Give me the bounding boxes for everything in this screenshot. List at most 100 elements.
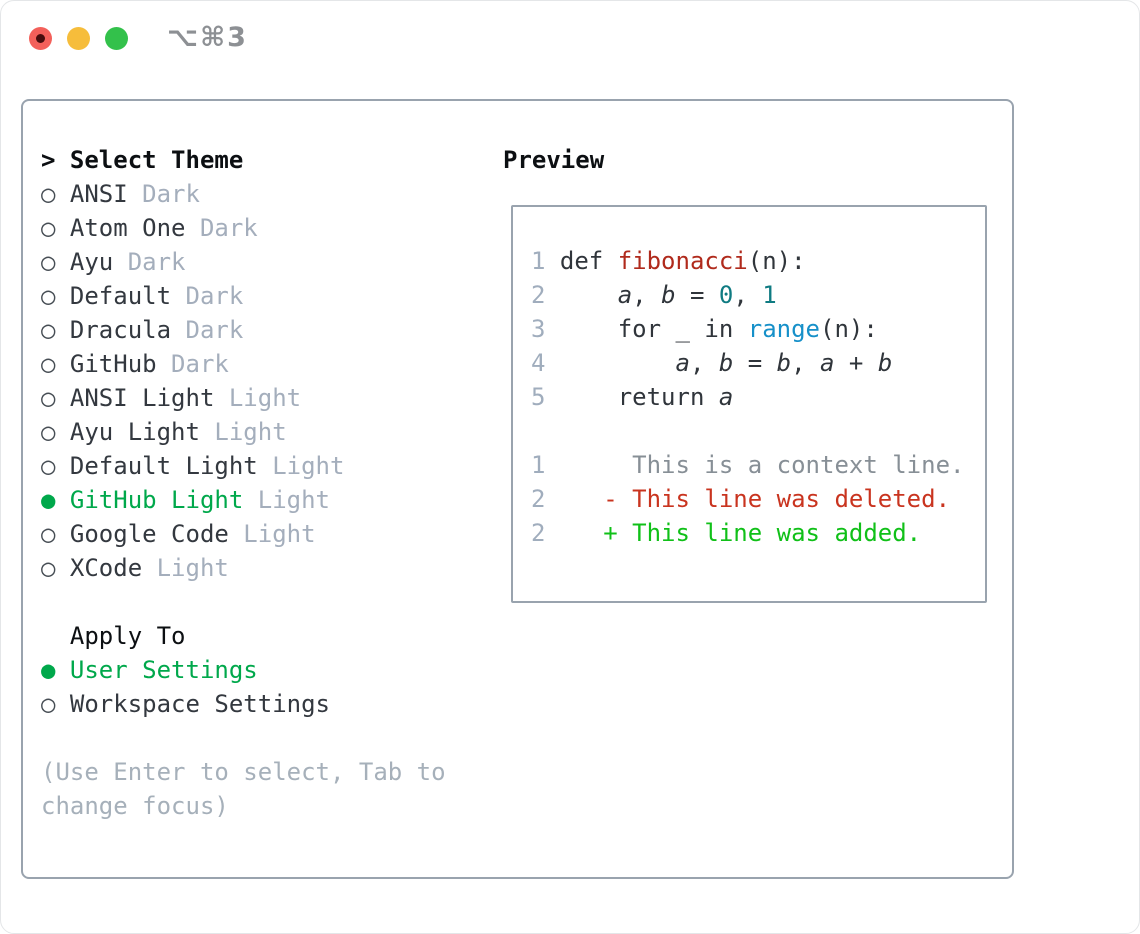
hint-line: change focus) [41, 792, 229, 820]
theme-name: Default Light [55, 452, 273, 480]
radio-icon: ○ [41, 384, 56, 412]
theme-option[interactable]: ○ XCode Light [41, 551, 446, 585]
radio-icon: ○ [41, 690, 56, 718]
code-token [545, 281, 617, 309]
theme-option[interactable]: ○ Default Light Light [41, 449, 446, 483]
hint-text: (Use Enter to select, Tab to change focus… [41, 755, 446, 823]
radio-icon: ● [41, 486, 56, 514]
radio-icon: ○ [41, 452, 56, 480]
apply-option-label: Workspace Settings [55, 690, 330, 718]
theme-option[interactable]: ○ Default Dark [41, 279, 446, 313]
radio-icon: ○ [41, 520, 56, 548]
theme-name: Google Code [55, 520, 244, 548]
code-token: b [661, 281, 676, 309]
theme-name: Ayu Light [55, 418, 215, 446]
code-token: b [718, 349, 734, 377]
code-line: 1 def fibonacci(n): [531, 244, 985, 278]
code-token: b [776, 349, 792, 377]
theme-option[interactable]: ○ GitHub Dark [41, 347, 446, 381]
theme-option[interactable]: ○ ANSI Light Light [41, 381, 446, 415]
zoom-button-icon[interactable] [105, 27, 128, 50]
code-token: a [820, 349, 835, 377]
line-number: 4 [531, 349, 546, 377]
select-theme-header: > Select Theme [41, 143, 446, 177]
code-token: , [689, 349, 719, 377]
theme-variant-badge: Light [257, 486, 330, 514]
theme-option[interactable]: ○ Google Code Light [41, 517, 446, 551]
hint-line: (Use Enter to select, Tab to [41, 758, 446, 786]
line-number: 2 [531, 281, 546, 309]
prompt-icon: > [41, 146, 70, 174]
apply-option-label: User Settings [55, 656, 258, 684]
code-line: 1 This is a context line. [531, 448, 985, 482]
preview-title: Preview [503, 146, 605, 174]
code-token: This is a context line. [545, 451, 965, 479]
theme-name: XCode [55, 554, 157, 582]
theme-variant-badge: Light [243, 520, 316, 548]
theme-option[interactable]: ○ Ayu Light Light [41, 415, 446, 449]
theme-option[interactable]: ○ Atom One Dark [41, 211, 446, 245]
theme-name: GitHub Light [55, 486, 258, 514]
radio-icon: ○ [41, 180, 56, 208]
theme-option[interactable]: ○ Ayu Dark [41, 245, 446, 279]
code-token: + This line was added. [545, 519, 922, 547]
theme-name: Dracula [55, 316, 186, 344]
theme-variant-badge: Light [228, 384, 302, 412]
code-line: 2 a, b = 0, 1 [531, 278, 985, 312]
code-line: 3 for _ in range(n): [531, 312, 985, 346]
theme-name: ANSI Light [55, 384, 229, 412]
theme-variant-badge: Dark [127, 248, 186, 276]
code-token: def [545, 247, 618, 275]
code-token: + [834, 349, 878, 377]
line-number: 2 [531, 519, 546, 547]
code-token: - This line was deleted. [545, 485, 951, 513]
theme-variant-badge: Dark [171, 350, 229, 378]
code-token: a [675, 349, 690, 377]
radio-icon: ○ [41, 350, 56, 378]
theme-name: Atom One [55, 214, 200, 242]
theme-option[interactable]: ○ Dracula Dark [41, 313, 446, 347]
theme-variant-badge: Light [214, 418, 287, 446]
theme-variant-badge: Light [272, 452, 345, 480]
theme-name: Ayu [55, 248, 128, 276]
line-number: 3 [531, 315, 546, 343]
select-theme-title: Select Theme [69, 146, 244, 174]
line-number: 1 [531, 247, 546, 275]
titlebar: ⌥⌘3 [1, 1, 1139, 75]
apply-to-options: ● User Settings○ Workspace Settings [41, 653, 446, 721]
code-token: b [877, 349, 893, 377]
minimize-button-icon[interactable] [67, 27, 90, 50]
theme-variant-badge: Dark [185, 282, 244, 310]
apply-option[interactable]: ● User Settings [41, 653, 446, 687]
theme-variant-badge: Dark [199, 214, 258, 242]
theme-option[interactable]: ○ ANSI Dark [41, 177, 446, 211]
code-token: range [747, 315, 820, 343]
code-token: 0 [718, 281, 734, 309]
code-token [545, 349, 675, 377]
radio-icon: ○ [41, 316, 56, 344]
code-line: 4 a, b = b, a + b [531, 346, 985, 380]
code-token: fibonacci [617, 247, 748, 275]
code-token: 1 [762, 281, 777, 309]
apply-to-header: Apply To [69, 622, 186, 650]
line-number: 2 [531, 485, 546, 513]
radio-icon: ○ [41, 554, 56, 582]
spacer [41, 585, 446, 619]
radio-icon: ● [41, 656, 56, 684]
spacer [41, 721, 446, 755]
theme-picker-column: > Select Theme ○ ANSI Dark○ Atom One Dar… [41, 143, 446, 823]
theme-option[interactable]: ● GitHub Light Light [41, 483, 446, 517]
theme-settings-panel: > Select Theme ○ ANSI Dark○ Atom One Dar… [21, 99, 1014, 879]
code-token: a [617, 281, 633, 309]
theme-variant-badge: Dark [185, 316, 244, 344]
theme-variant-badge: Light [156, 554, 229, 582]
line-number: 5 [531, 383, 546, 411]
close-button-icon[interactable] [29, 27, 52, 50]
code-line: 2 + This line was added. [531, 516, 985, 550]
theme-name: GitHub [55, 350, 172, 378]
apply-option[interactable]: ○ Workspace Settings [41, 687, 446, 721]
code-line [531, 414, 985, 448]
